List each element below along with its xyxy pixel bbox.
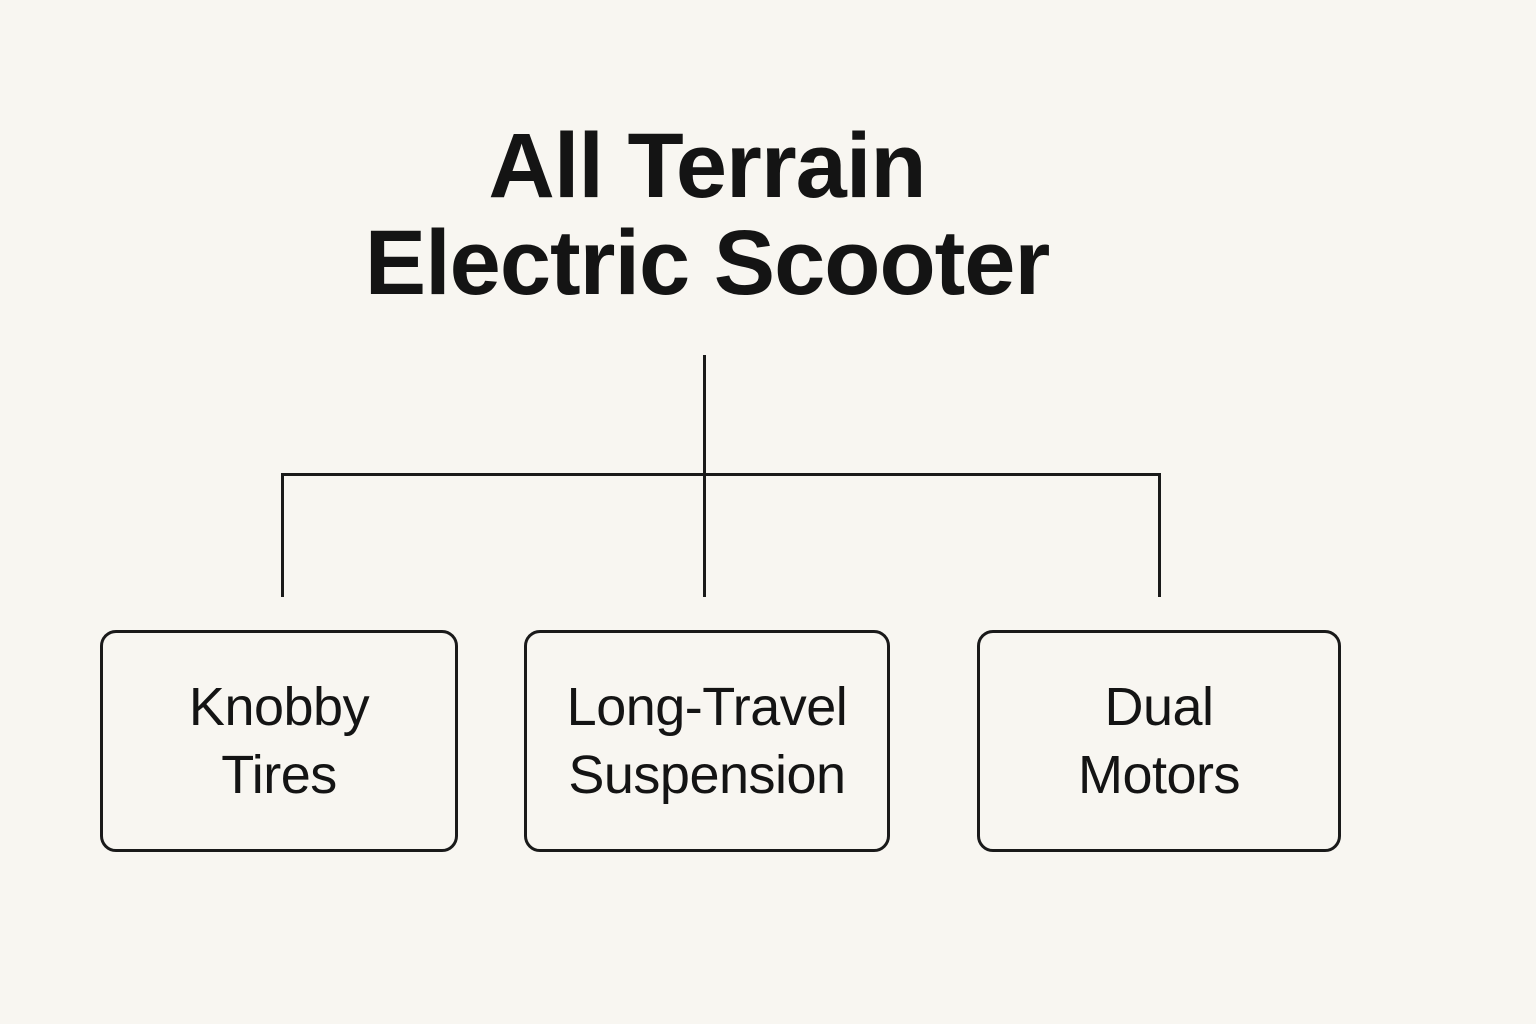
node-label: Dual Motors xyxy=(1077,673,1241,809)
node-label-line: Motors xyxy=(1077,745,1241,805)
connector-right-drop-line xyxy=(1158,473,1161,597)
node-label-line: Dual xyxy=(1104,677,1214,737)
node-label: Long-Travel Suspension xyxy=(567,673,848,809)
connector-left-drop-line xyxy=(281,473,284,597)
node-dual-motors: Dual Motors xyxy=(977,630,1341,852)
diagram-title: All Terrain Electric Scooter xyxy=(364,115,1051,314)
node-label-line: Suspension xyxy=(568,745,846,805)
node-knobby-tires: Knobby Tires xyxy=(100,630,458,852)
node-long-travel-suspension: Long-Travel Suspension xyxy=(524,630,890,852)
node-label-line: Long-Travel xyxy=(566,677,848,737)
connector-trunk-line xyxy=(703,355,706,597)
node-label: Knobby Tires xyxy=(188,673,370,809)
node-label-line: Knobby xyxy=(188,677,370,737)
title-line-2: Electric Scooter xyxy=(364,212,1051,314)
connector-horizontal-line xyxy=(281,473,1161,476)
title-line-1: All Terrain xyxy=(488,115,926,217)
node-label-line: Tires xyxy=(221,745,337,805)
